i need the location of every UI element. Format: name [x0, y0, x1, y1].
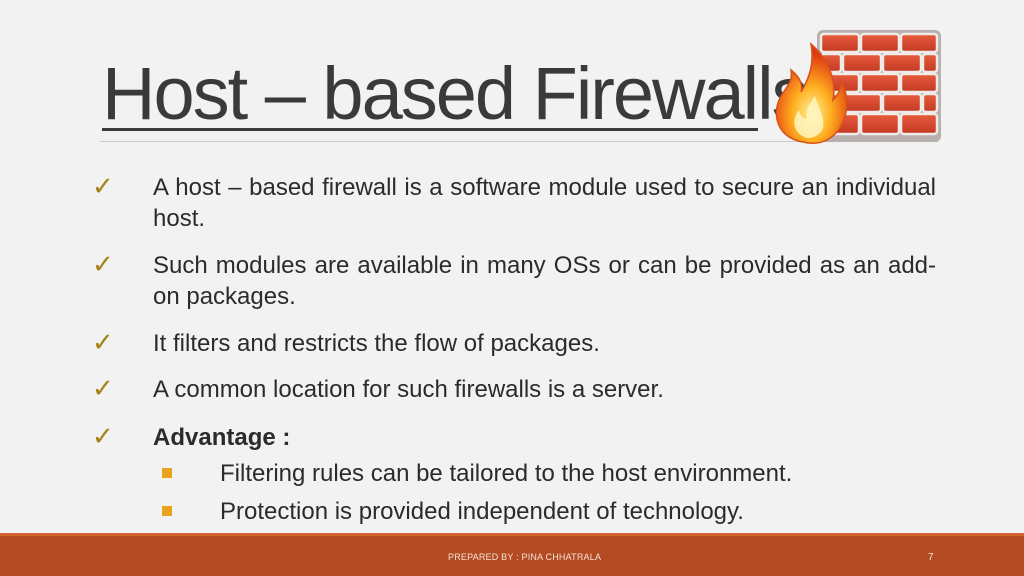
title-divider — [100, 141, 938, 142]
slide-footer: PREPARED BY : PINA CHHATRALA 7 — [0, 533, 1024, 576]
checkmark-icon: ✓ — [92, 373, 114, 403]
bullet-text: A common location for such firewalls is … — [153, 376, 664, 403]
checkmark-icon: ✓ — [92, 249, 114, 279]
slide-title: Host – based Firewalls — [102, 52, 809, 135]
bullet-text-advantage: Advantage : — [153, 424, 291, 451]
bullet-text: A host – based firewall is a software mo… — [153, 174, 936, 232]
firewall-icon — [775, 30, 941, 145]
checkmark-icon: ✓ — [92, 421, 114, 451]
title-underline — [102, 128, 758, 131]
footer-prepared-by: PREPARED BY : PINA CHHATRALA — [448, 552, 602, 562]
page-number: 7 — [928, 552, 934, 563]
sub-bullet-text: Filtering rules can be tailored to the h… — [220, 460, 793, 487]
bullet-text: It filters and restricts the flow of pac… — [153, 330, 600, 357]
bullet-text: Such modules are available in many OSs o… — [153, 252, 936, 310]
sub-bullet-text: Protection is provided independent of te… — [220, 498, 744, 525]
checkmark-icon: ✓ — [92, 327, 114, 357]
checkmark-icon: ✓ — [92, 171, 114, 201]
square-bullet-icon — [162, 468, 172, 478]
square-bullet-icon — [162, 506, 172, 516]
